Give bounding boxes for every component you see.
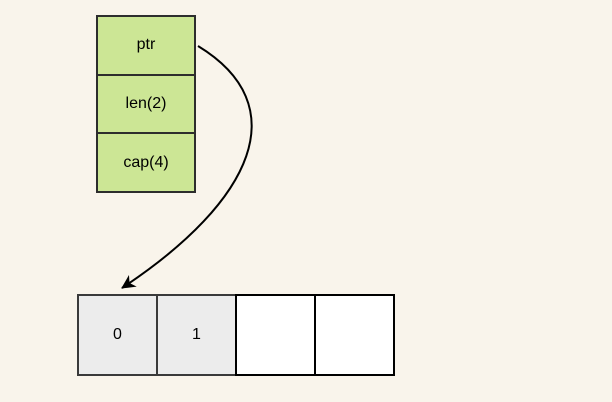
array-cell-1-label: 1 [192, 326, 201, 343]
struct-cell-len-label: len(2) [125, 95, 167, 112]
array-cell-0-label: 0 [113, 326, 122, 343]
struct-cell-cap-label: cap(4) [123, 153, 169, 171]
struct-cell-ptr-label: ptr [136, 36, 156, 54]
array-cell-2 [235, 294, 316, 376]
backing-array: 0 1 [77, 294, 395, 376]
array-cell-1: 1 [156, 294, 237, 376]
array-cell-3 [314, 294, 395, 376]
struct-cell-len: len(2) [98, 76, 194, 135]
struct-cell-ptr: ptr [98, 17, 194, 76]
array-cell-0: 0 [77, 294, 158, 376]
struct-cell-cap: cap(4) [98, 134, 194, 191]
slice-struct: ptr len(2) cap(4) [96, 15, 196, 193]
